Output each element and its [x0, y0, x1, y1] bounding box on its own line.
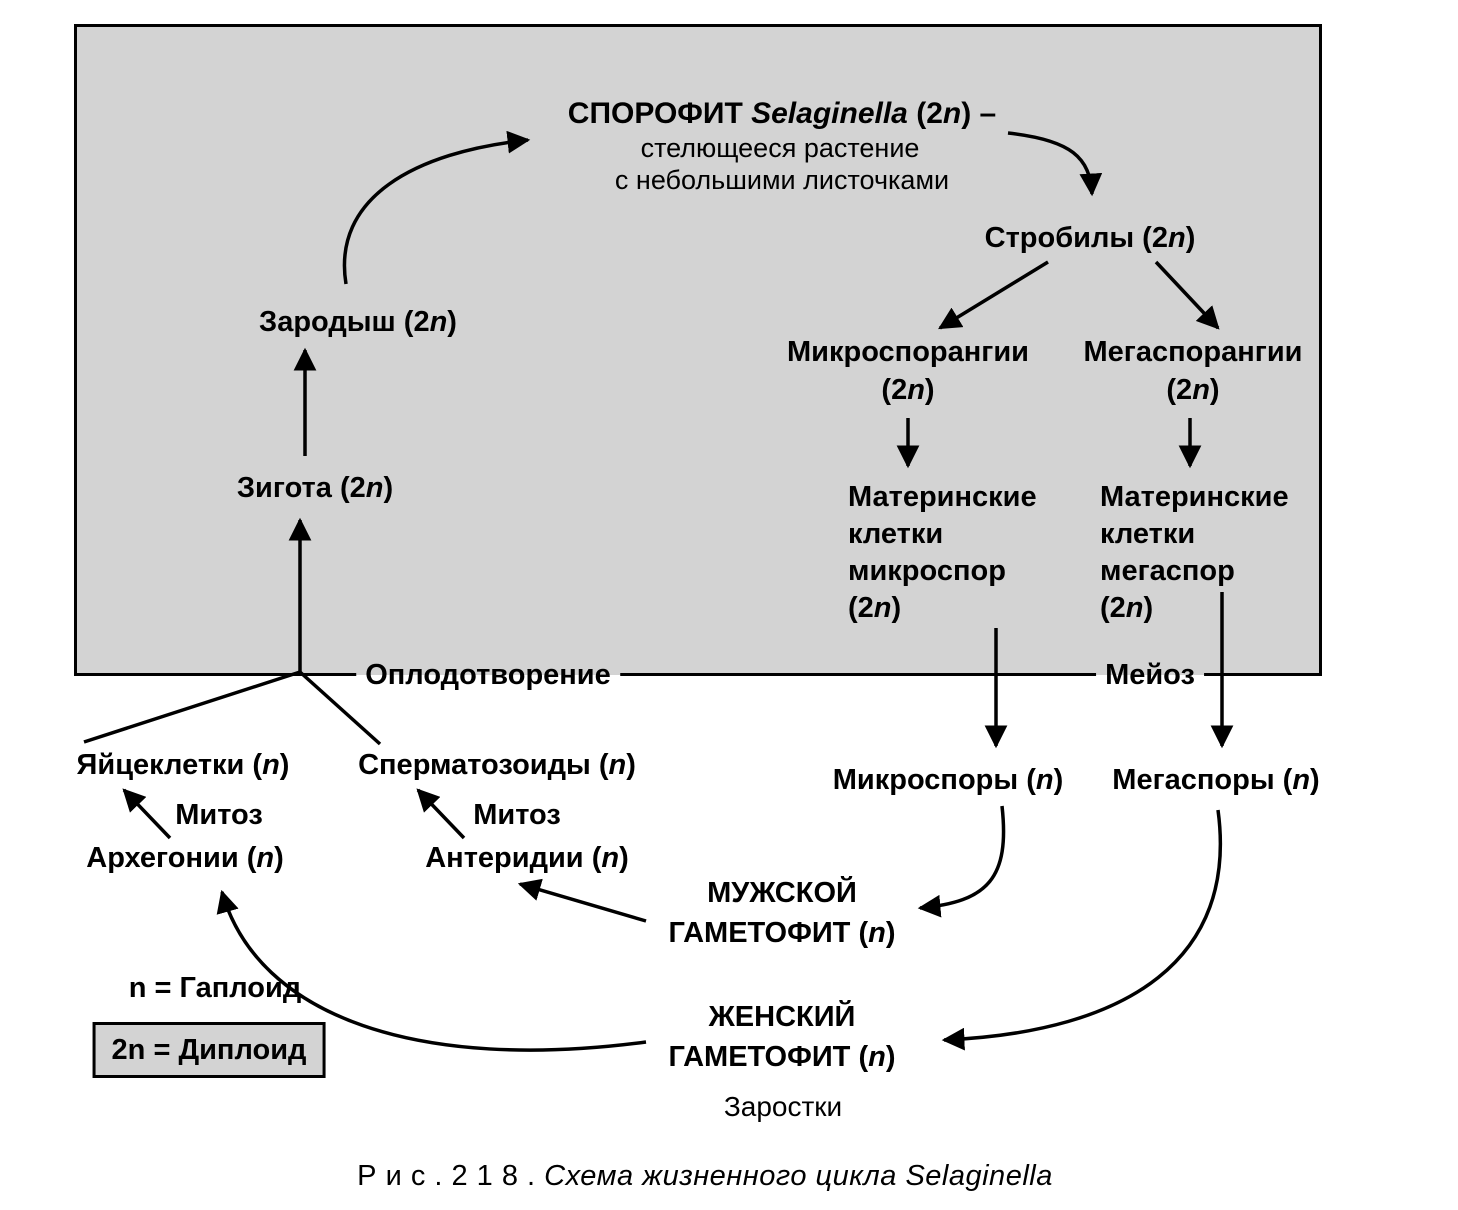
mitosis-right-label: Митоз: [473, 799, 561, 831]
prothallia-label: Заростки: [723, 1091, 843, 1122]
meiosis-label: Мейоз: [1096, 658, 1204, 692]
male-gametophyte-label: МУЖСКОЙ ГАМЕТОФИТ (n): [668, 877, 896, 949]
megaspores-label: Мегаспоры (n): [1112, 764, 1320, 796]
arrow-antheridia-to-sperm: [416, 788, 466, 840]
arrow-archegonia-to-eggs: [122, 788, 172, 840]
sporophyte-sub2: с небольшими листочками: [614, 165, 950, 195]
zygote-label: Зигота (2n): [236, 472, 394, 504]
microspores-label: Микроспоры (n): [832, 764, 1064, 796]
line-egg-to-fertilization: [83, 670, 301, 744]
sperm-label: Сперматозоиды (n): [358, 749, 636, 781]
sporophyte-sub1: стелющееся растение: [640, 133, 920, 163]
female-gametophyte-label: ЖЕНСКИЙ ГАМЕТОФИТ (n): [668, 1001, 896, 1073]
legend-haploid: n = Гаплоид: [128, 972, 302, 1004]
mitosis-left-label: Митоз: [175, 799, 263, 831]
micro-mother-cells-label: Материнские клетки микроспор (2n): [848, 481, 1037, 624]
egg-cells-label: Яйцеклетки (n): [76, 749, 290, 781]
microsporangia-label: Микроспорангии (2n): [787, 336, 1029, 406]
strobili-label: Стробилы (2n): [984, 222, 1196, 254]
sporophyte-label: СПОРОФИТ Selaginella (2n) –: [567, 97, 997, 130]
archegonia-label: Архегонии (n): [86, 842, 284, 874]
diploid-phase-box: [74, 24, 1322, 676]
arrow-megaspores-to-female-gametophyte: [941, 809, 1223, 1051]
mega-mother-cells-label: Материнские клетки мегаспор (2n): [1100, 481, 1289, 624]
embryo-label: Зародыш (2n): [259, 306, 457, 338]
legend-diploid-box: 2n = Диплоид: [92, 1022, 326, 1078]
antheridia-label: Антеридии (n): [425, 842, 629, 874]
arrow-microspores-to-male-gametophyte: [917, 805, 1006, 918]
fertilization-label: Оплодотворение: [356, 658, 620, 692]
megasporangia-label: Мегаспорангии (2n): [1083, 336, 1303, 406]
arrow-male-gametophyte-to-antheridia: [517, 878, 647, 923]
figure-caption: Р и с . 2 1 8 . Схема жизненного цикла S…: [357, 1160, 1053, 1192]
